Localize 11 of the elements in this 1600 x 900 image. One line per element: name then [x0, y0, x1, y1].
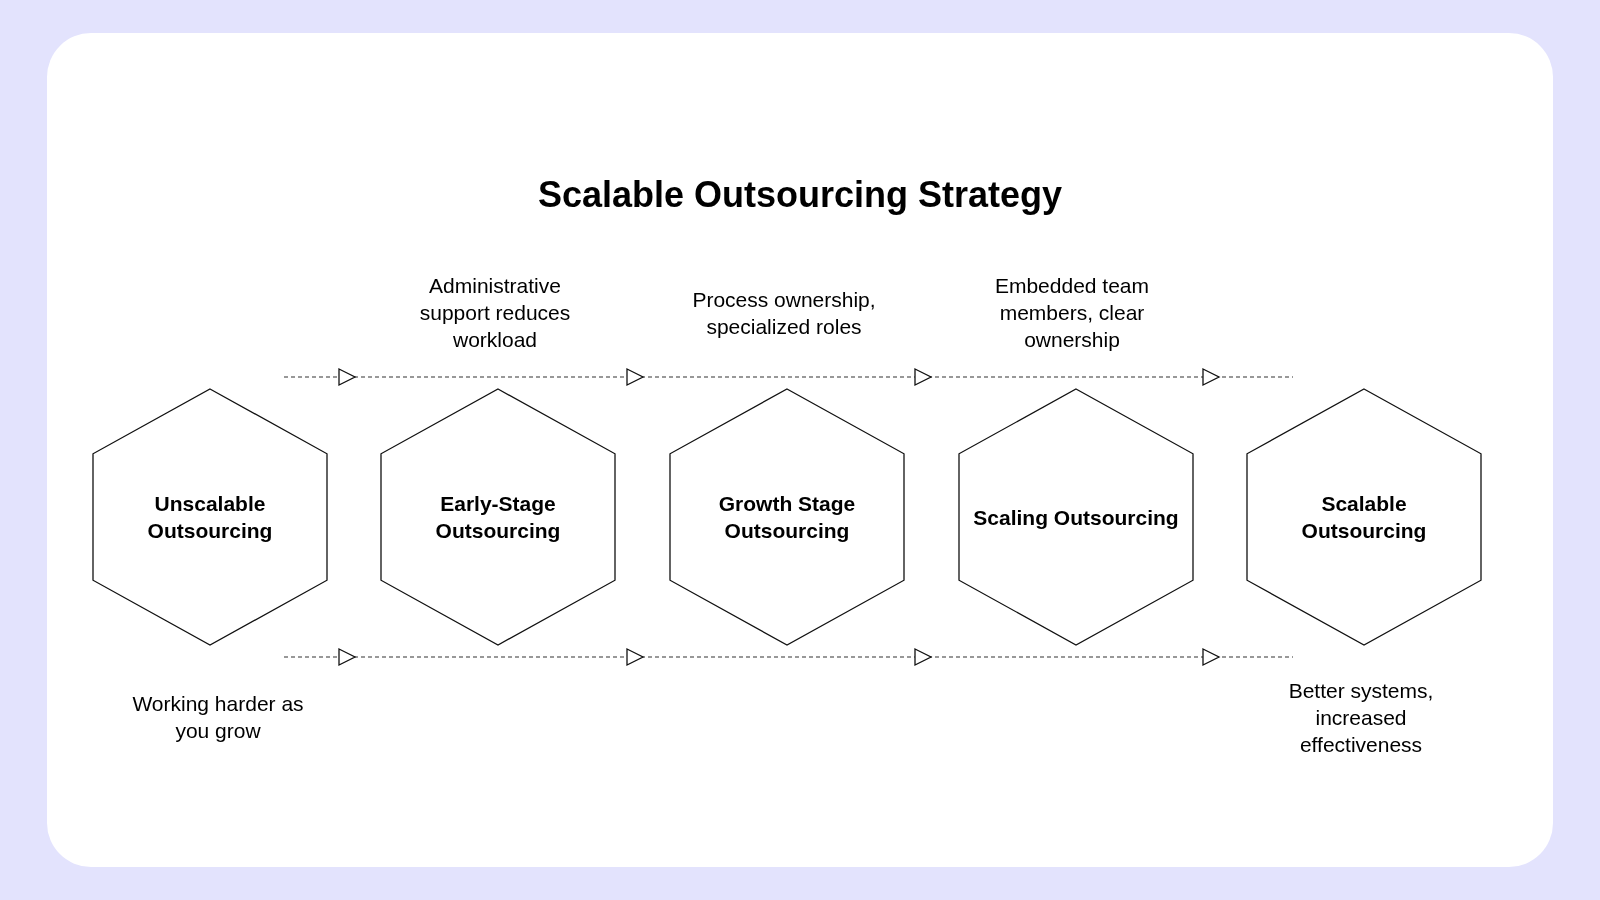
stage-note: Better systems, increased effectiveness	[1287, 678, 1435, 758]
stage-note: Working harder as you grow	[131, 691, 305, 744]
stage-title: Growth Stage Outsourcing	[717, 491, 857, 544]
stage-title: Scalable Outsourcing	[1300, 491, 1428, 544]
stage-note: Administrative support reduces workload	[418, 273, 572, 353]
stage-note: Embedded team members, clear ownership	[993, 273, 1151, 353]
stage-title: Unscalable Outsourcing	[146, 491, 274, 544]
stage-title: Early-Stage Outsourcing	[434, 491, 562, 544]
diagram-title: Scalable Outsourcing Strategy	[536, 173, 1064, 217]
stage-note: Process ownership, specialized roles	[691, 287, 877, 340]
stage-title: Scaling Outsourcing	[973, 504, 1179, 531]
